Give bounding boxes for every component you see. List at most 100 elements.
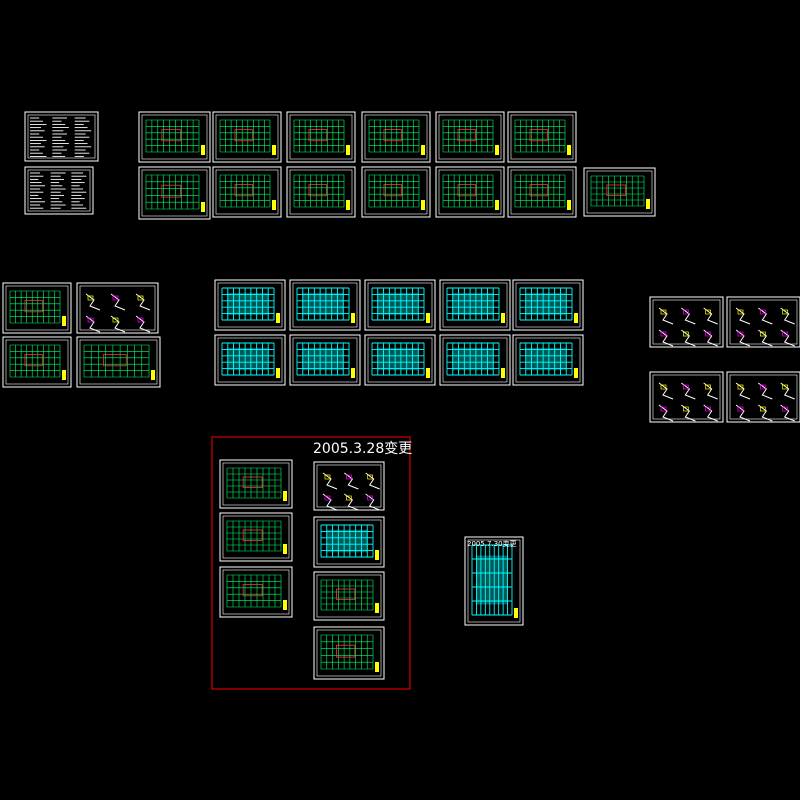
sheet-inner-frame [438, 169, 502, 215]
detail-sketch [322, 472, 338, 490]
highlight-area [529, 184, 548, 197]
detail-section-box [737, 406, 744, 412]
title-block-stamp [201, 202, 205, 212]
drawing-sheet [512, 279, 584, 331]
drawing-sheet [313, 626, 385, 680]
sheet-inner-frame [141, 169, 208, 217]
sheet-border [212, 166, 282, 218]
sheet-inner-frame [586, 170, 653, 214]
detail-sketch [780, 404, 795, 422]
title-block-stamp [421, 200, 425, 210]
sheet-inner-frame [27, 169, 91, 212]
highlight-area [308, 184, 327, 197]
detail-section-box [324, 495, 331, 501]
title-block-stamp [426, 313, 430, 323]
sheet-border [361, 166, 431, 218]
sheet-inner-frame [292, 282, 358, 328]
drawing-sheet [2, 282, 72, 334]
sheet-inner-frame [217, 282, 283, 328]
drawing-sheet [649, 296, 724, 348]
title-block-stamp [421, 145, 425, 155]
drawing-sheet [76, 282, 159, 334]
drawing-sheet [583, 167, 656, 217]
revision-group-label-2: 2005.7.30变更 [467, 539, 517, 548]
detail-sketch [85, 293, 101, 311]
sheet-inner-frame [364, 169, 428, 215]
detail-sketch [758, 382, 773, 400]
sheet-inner-frame [652, 374, 721, 420]
detail-sketch [85, 315, 101, 333]
sheet-border [313, 626, 385, 680]
sheet-border [583, 167, 656, 217]
detail-section-box [87, 295, 94, 301]
detail-section-box [87, 317, 94, 323]
sheet-inner-frame [729, 374, 798, 420]
detail-sketch [658, 382, 674, 400]
sheet-inner-frame [729, 299, 798, 345]
detail-sketch [735, 404, 751, 422]
sheet-border [435, 166, 505, 218]
drawing-sheet [726, 296, 800, 348]
sheet-inner-frame [5, 339, 69, 385]
detail-section-box [660, 406, 667, 412]
drawing-sheet [313, 461, 385, 511]
sheet-border [361, 111, 431, 163]
hatched-area [525, 347, 567, 371]
detail-section-box [782, 331, 789, 337]
title-block-stamp [351, 313, 355, 323]
highlight-area [529, 129, 548, 142]
drawing-sheet [364, 279, 436, 331]
detail-section-box [660, 384, 667, 390]
title-block-stamp [351, 368, 355, 378]
detail-sketch [135, 293, 151, 311]
sheet-border [435, 111, 505, 163]
detail-section-box [137, 295, 144, 301]
title-block-stamp [346, 200, 350, 210]
title-block-stamp [375, 662, 379, 672]
detail-section-box [682, 406, 689, 412]
drawing-sheet [24, 111, 99, 162]
highlight-area [308, 129, 327, 142]
detail-section-box [345, 495, 352, 501]
drawing-sheet [435, 166, 505, 218]
drawing-sheet [212, 111, 282, 163]
sheet-inner-frame [141, 114, 208, 160]
title-block-stamp [501, 313, 505, 323]
title-block-stamp [283, 600, 287, 610]
drawing-sheet [219, 512, 293, 562]
detail-sketch [758, 307, 773, 325]
detail-section-box [705, 331, 712, 337]
detail-sketch [703, 329, 718, 347]
sheet-inner-frame [289, 114, 353, 160]
title-block-stamp [283, 544, 287, 554]
sheet-inner-frame [652, 299, 721, 345]
sheet-border [726, 371, 800, 423]
detail-section-box [737, 384, 744, 390]
detail-sketch [322, 493, 338, 511]
hatched-area [302, 292, 344, 316]
hatched-area [326, 529, 368, 553]
detail-section-box [660, 309, 667, 315]
sheet-border [649, 296, 724, 348]
sheet-inner-frame [215, 114, 279, 160]
detail-section-box [759, 331, 766, 337]
sheet-border [507, 111, 577, 163]
sheet-inner-frame [316, 574, 382, 618]
sheet-border [76, 336, 161, 388]
sheet-inner-frame [364, 114, 428, 160]
highlight-area [161, 129, 181, 142]
sheet-inner-frame [442, 337, 508, 383]
sheet-border [219, 566, 293, 618]
detail-sketch [735, 329, 751, 347]
highlight-area [336, 644, 356, 658]
detail-section-box [759, 309, 766, 315]
title-block-stamp [272, 145, 276, 155]
detail-sketch [110, 293, 126, 311]
sheet-border [313, 571, 385, 621]
detail-sketch [365, 493, 380, 511]
detail-section-box [782, 309, 789, 315]
sheet-inner-frame [367, 282, 433, 328]
drawing-sheet [138, 166, 211, 220]
highlight-area [234, 184, 253, 197]
